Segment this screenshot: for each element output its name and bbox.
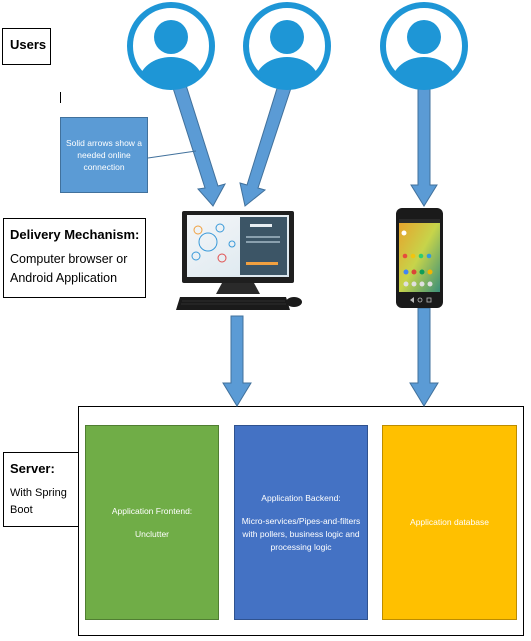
delivery-mechanism-box: Delivery Mechanism: Computer browser or … xyxy=(3,218,146,298)
arrow-user3-to-phone xyxy=(410,83,438,207)
application-database-box: Application database xyxy=(382,425,517,620)
callout-text: Solid arrows show a needed online connec… xyxy=(65,138,143,172)
backend-title: Application Backend: xyxy=(261,492,341,503)
arrow-user1-to-computer xyxy=(172,81,227,207)
delivery-description: Computer browser or Android Application xyxy=(10,252,128,285)
users-label-box: Users xyxy=(2,28,51,65)
text-cursor xyxy=(60,92,61,103)
users-label: Users xyxy=(10,37,47,52)
application-backend-box: Application Backend: Micro-services/Pipe… xyxy=(234,425,368,620)
frontend-body: Unclutter xyxy=(134,528,169,539)
user-icon xyxy=(380,2,468,90)
user-icon xyxy=(243,2,331,90)
arrow-user2-to-computer xyxy=(239,81,292,207)
server-description: With Spring Boot xyxy=(10,487,67,516)
user-icon xyxy=(127,2,215,90)
application-frontend-box: Application Frontend: Unclutter xyxy=(85,425,219,620)
database-title: Application database xyxy=(410,517,489,527)
server-label-box: Server: With Spring Boot xyxy=(3,452,79,527)
computer-icon xyxy=(176,211,302,310)
server-title: Server: xyxy=(10,461,55,476)
arrow-computer-to-server xyxy=(222,315,252,407)
backend-body: Micro-services/Pipes-and-filters with po… xyxy=(241,515,361,552)
connection-callout: Solid arrows show a needed online connec… xyxy=(60,117,148,193)
frontend-title: Application Frontend: xyxy=(111,505,193,516)
arrow-phone-to-server xyxy=(409,307,439,407)
callout-connector xyxy=(147,150,197,159)
phone-icon xyxy=(396,208,443,308)
delivery-title: Delivery Mechanism: xyxy=(10,227,140,242)
